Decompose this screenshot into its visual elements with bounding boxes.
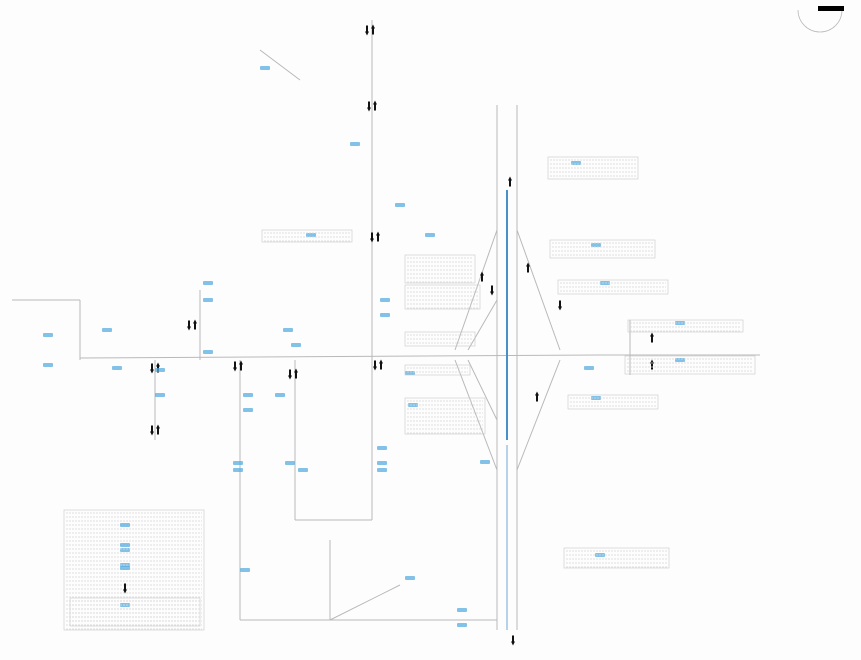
- traffic-arrow-icon: [367, 102, 371, 112]
- north-arrow-icon: [798, 10, 842, 32]
- traffic-arrow-icon: [288, 370, 292, 380]
- blue-count-marker-icon: [240, 568, 250, 572]
- blue-count-marker-icon: [155, 368, 165, 372]
- blue-count-marker-icon: [203, 281, 213, 285]
- blue-count-marker-icon: [43, 333, 53, 337]
- traffic-arrow-icon: [650, 333, 654, 343]
- blue-count-marker-icon: [233, 468, 243, 472]
- traffic-arrow-icon: [650, 360, 654, 370]
- traffic-arrow-icon: [370, 233, 374, 243]
- traffic-arrow-icon: [376, 232, 380, 242]
- count-table-box: [405, 285, 480, 309]
- blue-count-marker-icon: [457, 608, 467, 612]
- blue-count-marker-icon: [395, 203, 405, 207]
- blue-count-marker-icon: [306, 233, 316, 237]
- legend-count-table: [70, 598, 200, 626]
- blue-count-marker-icon: [203, 350, 213, 354]
- blue-count-marker-icon: [243, 393, 253, 397]
- traffic-arrow-icon: [233, 362, 237, 372]
- blue-count-marker-icon: [425, 233, 435, 237]
- blue-count-marker-icon: [380, 298, 390, 302]
- blue-count-marker-icon: [203, 298, 213, 302]
- blue-count-marker-icon: [243, 408, 253, 412]
- blue-count-marker-icon: [275, 393, 285, 397]
- count-table-box: [405, 255, 475, 283]
- blue-count-marker-icon: [112, 366, 122, 370]
- blue-count-marker-icon: [233, 461, 243, 465]
- blue-count-marker-icon: [285, 461, 295, 465]
- traffic-arrow-icon: [150, 364, 154, 374]
- legend-marker: [120, 523, 130, 527]
- blue-count-marker-icon: [43, 363, 53, 367]
- traffic-arrow-icon: [156, 425, 160, 435]
- blue-count-marker-icon: [591, 243, 601, 247]
- count-table-box: [64, 510, 204, 630]
- ramp: [468, 360, 497, 420]
- blue-count-marker-icon: [291, 343, 301, 347]
- traffic-arrow-icon: [379, 360, 383, 370]
- ramp: [517, 230, 560, 350]
- ramp: [517, 360, 560, 470]
- side-road: [260, 50, 300, 80]
- blue-count-marker-icon: [102, 328, 112, 332]
- blue-count-marker-icon: [584, 366, 594, 370]
- traffic-arrow-icon: [373, 101, 377, 111]
- traffic-arrow-icon: [365, 26, 369, 36]
- legend-marker: [120, 566, 130, 570]
- traffic-arrow-icon: [511, 636, 515, 646]
- traffic-arrow-icon: [558, 301, 562, 311]
- traffic-arrow-icon: [187, 321, 191, 331]
- blue-count-marker-icon: [298, 468, 308, 472]
- blue-count-marker-icon: [405, 576, 415, 580]
- count-table-box: [628, 320, 743, 332]
- traffic-arrow-icon: [150, 426, 154, 436]
- blue-count-marker-icon: [155, 393, 165, 397]
- legend-marker: [120, 543, 130, 547]
- blue-count-marker-icon: [350, 142, 360, 146]
- blue-count-marker-icon: [377, 446, 387, 450]
- blue-count-marker-icon: [283, 328, 293, 332]
- traffic-arrow-icon: [193, 320, 197, 330]
- cross-road: [80, 355, 600, 358]
- north-arrow-icon: [818, 6, 844, 11]
- blue-count-marker-icon: [380, 313, 390, 317]
- blue-count-marker-icon: [377, 461, 387, 465]
- traffic-arrow-icon: [508, 177, 512, 187]
- side-road: [330, 585, 400, 620]
- traffic-arrow-icon: [535, 392, 539, 402]
- traffic-arrow-icon: [490, 286, 494, 296]
- blue-count-marker-icon: [457, 623, 467, 627]
- traffic-arrow-icon: [373, 361, 377, 371]
- blue-count-marker-icon: [480, 460, 490, 464]
- ramp: [468, 300, 497, 350]
- blue-count-marker-icon: [260, 66, 270, 70]
- blue-count-marker-icon: [377, 468, 387, 472]
